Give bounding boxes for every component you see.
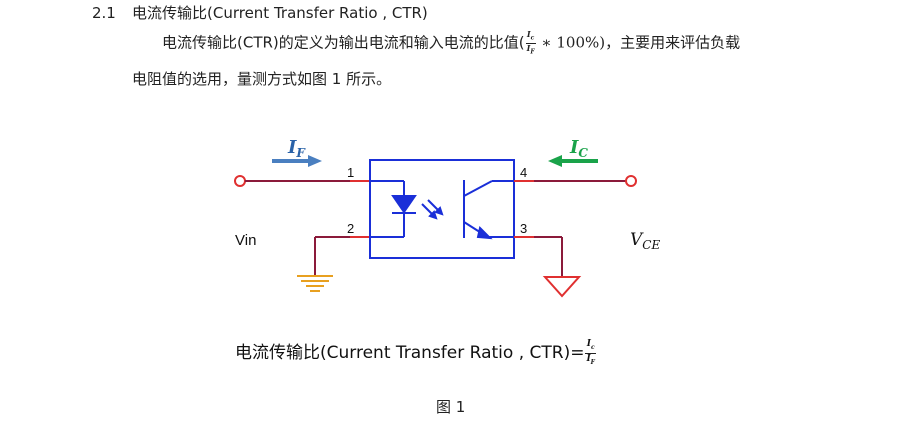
- frac-numerator-sub: c: [530, 34, 535, 42]
- if-label: IF: [287, 137, 306, 160]
- paragraph-text-a: 电流传输比(CTR)的定义为输出电流和输入电流的比值(: [162, 33, 525, 52]
- formula-numerator-sub: c: [590, 343, 595, 351]
- pin1-label: 1: [347, 165, 354, 180]
- formula-denominator-sub: F: [590, 358, 595, 366]
- frac-denominator-sub: F: [530, 48, 535, 56]
- formula-denominator: I: [586, 353, 591, 364]
- pin3-label: 3: [520, 221, 527, 236]
- section-number: 2.1: [92, 4, 116, 22]
- section-heading: 2.1 电流传输比(Current Transfer Ratio , CTR): [92, 2, 428, 23]
- ic-label: IC: [569, 137, 588, 160]
- optocoupler-circuit-diagram: IF IC 1 2 4 3: [234, 137, 660, 298]
- figure-caption: 图 1: [436, 398, 466, 416]
- if-arrow: [272, 155, 322, 167]
- ic-arrow: [548, 155, 598, 167]
- optocoupler-package: [369, 159, 515, 259]
- section-title: 电流传输比(Current Transfer Ratio , CTR): [132, 4, 428, 22]
- vce-label: VCE: [630, 230, 660, 252]
- vin-terminal-icon: [234, 175, 246, 187]
- pin4-label: 4: [520, 165, 527, 180]
- formula-numerator: I: [586, 338, 591, 349]
- phototransistor-icon: [463, 180, 514, 240]
- paragraph-text-b: ，主要用来评估负载: [605, 33, 741, 52]
- paragraph-math: ∗ 100%): [536, 33, 606, 52]
- light-rays-icon: [421, 199, 444, 220]
- led-icon: [370, 180, 417, 238]
- paragraph-line-2: 电阻值的选用，量测方式如图 1 所示。: [132, 70, 392, 88]
- frac-denominator: I: [526, 42, 531, 53]
- vce-terminal-icon: [625, 175, 637, 187]
- ground-right-icon: [542, 276, 582, 298]
- frac-numerator: I: [526, 29, 531, 39]
- formula-text: 电流传输比(Current Transfer Ratio , CTR)=: [235, 343, 585, 363]
- vin-label: Vin: [235, 232, 256, 249]
- ground-left-icon: [297, 275, 333, 292]
- pin2-label: 2: [347, 221, 354, 236]
